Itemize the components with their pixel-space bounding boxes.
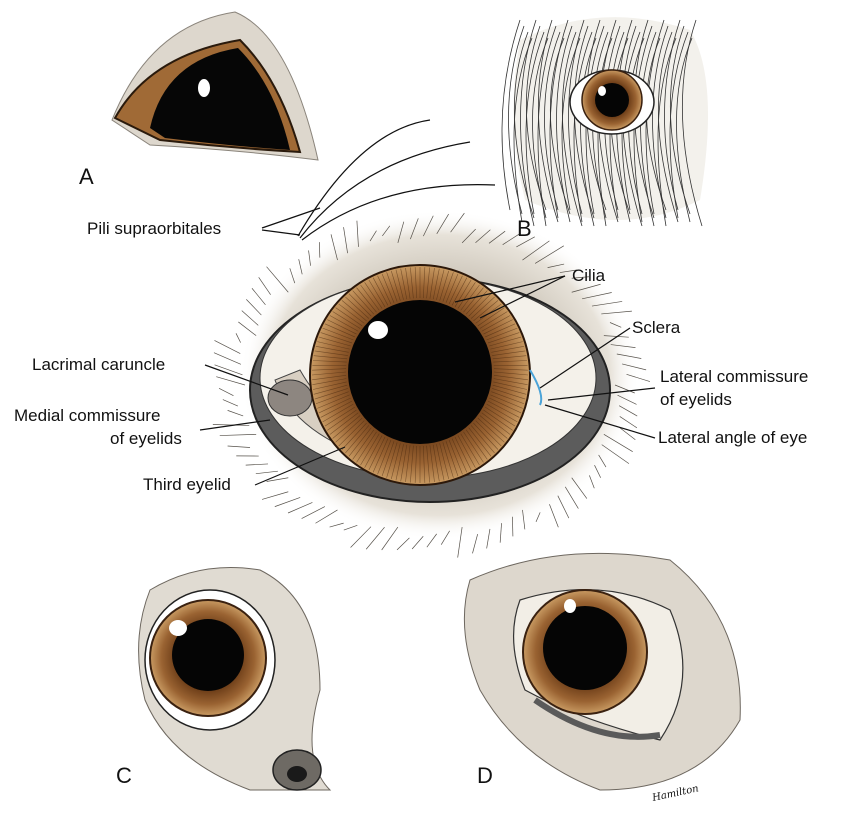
label-cilia: Cilia (572, 266, 606, 285)
eye-a-highlight (198, 79, 210, 97)
panel-label-d: D (477, 763, 493, 788)
lacrimal-caruncle-shape (268, 380, 312, 416)
eye-b (502, 17, 708, 226)
label-lateral-commissure-line2: of eyelids (660, 390, 732, 409)
label-lateral-angle: Lateral angle of eye (658, 428, 807, 447)
label-medial-commissure-line1: Medial commissure (14, 406, 160, 425)
pupil (348, 300, 492, 444)
leader-pili-2 (262, 230, 300, 235)
label-pili-supraorbitales: Pili supraorbitales (87, 219, 221, 238)
eye-d (464, 553, 740, 790)
label-sclera: Sclera (632, 318, 681, 337)
eye-c (139, 568, 330, 791)
label-medial-commissure-line2: of eyelids (110, 429, 182, 448)
eye-a (112, 12, 318, 160)
label-lateral-commissure-line1: Lateral commissure (660, 367, 808, 386)
panel-label-a: A (79, 164, 94, 189)
artist-signature: Hamilton (650, 783, 699, 804)
main-highlight (368, 321, 388, 339)
panel-label-c: C (116, 763, 132, 788)
panel-label-b: B (517, 216, 532, 241)
label-lacrimal-caruncle: Lacrimal caruncle (32, 355, 165, 374)
label-third-eyelid: Third eyelid (143, 475, 231, 494)
